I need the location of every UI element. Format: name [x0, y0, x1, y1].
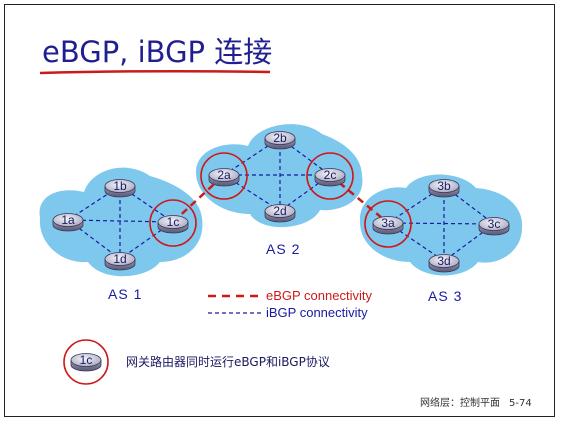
ibgp-link-3a-3d: [387, 222, 445, 262]
legend-ebgp-label: eBGP connectivity: [266, 288, 372, 303]
router-label: 2d: [273, 204, 286, 218]
gateway-ring-2c: [306, 152, 354, 200]
router-3c: 3c: [478, 217, 510, 236]
router-label: 1c: [167, 215, 180, 229]
as1-label: AS 1: [108, 286, 142, 302]
router-label: 1b: [113, 179, 127, 193]
router-1b: 1b: [104, 179, 136, 198]
router-top: [104, 179, 136, 193]
as3-cloud: [359, 174, 523, 276]
legend-ibgp-label: iBGP connectivity: [266, 305, 368, 320]
as2-label: AS 2: [266, 241, 300, 257]
router-1a: 1a: [52, 213, 84, 232]
title-underline: [39, 69, 271, 75]
note-gateway-ring: [63, 339, 109, 385]
router-label: 2c: [324, 168, 337, 182]
router-3b: 3b: [428, 179, 460, 198]
note-text: 网关路由器同时运行eBGP和iBGP协议: [126, 354, 330, 369]
router-3d: 3d: [428, 254, 460, 273]
note-router-icon: 1c: [70, 353, 102, 372]
router-top: [208, 168, 240, 182]
router-top: [70, 353, 102, 367]
note-router: 1c: [70, 353, 102, 372]
router-top: [264, 204, 296, 218]
router-top: [314, 168, 346, 182]
slide-frame: [4, 4, 555, 417]
footer-chapter: 网络层：控制平面: [420, 396, 500, 409]
router-1c: 1c: [157, 215, 189, 234]
router-label: 3c: [488, 217, 501, 231]
router-top: [264, 131, 296, 145]
router-2b: 2b: [264, 131, 296, 150]
ibgp-link-3a-3c: [387, 222, 495, 225]
slide-title: eBGP, iBGP 连接: [42, 35, 272, 69]
router-1d: 1d: [104, 252, 136, 271]
router-label: 1d: [113, 252, 126, 266]
router-top: [478, 217, 510, 231]
gateway-ring-2a: [200, 152, 248, 200]
router-label: 2a: [217, 168, 231, 182]
router-label: 1a: [61, 213, 75, 227]
router-2d: 2d: [264, 204, 296, 223]
router-label: 3b: [437, 179, 451, 193]
footer-page: 5-74: [509, 398, 532, 409]
router-label: 3a: [381, 216, 395, 230]
router-2a: 2a: [208, 168, 240, 187]
as2-cloud: [196, 124, 363, 228]
router-label: 1c: [80, 353, 93, 367]
router-label: 2b: [273, 131, 287, 145]
router-top: [428, 179, 460, 193]
router-top: [428, 254, 460, 268]
router-top: [157, 215, 189, 229]
router-3a: 3a: [372, 216, 404, 235]
router-2c: 2c: [314, 168, 346, 187]
as1-cloud: [39, 167, 203, 277]
router-top: [372, 216, 404, 230]
gateway-ring-3a: [364, 200, 412, 248]
router-label: 3d: [437, 254, 450, 268]
router-top: [104, 252, 136, 266]
router-top: [52, 213, 84, 227]
routers: 1a 1b 1c 1d 2a 2b 2c 2d 3a 3b 3c 3d: [52, 131, 510, 273]
gateway-rings: [149, 152, 412, 248]
as3-label: AS 3: [428, 288, 462, 304]
gateway-ring-1c: [149, 199, 197, 247]
